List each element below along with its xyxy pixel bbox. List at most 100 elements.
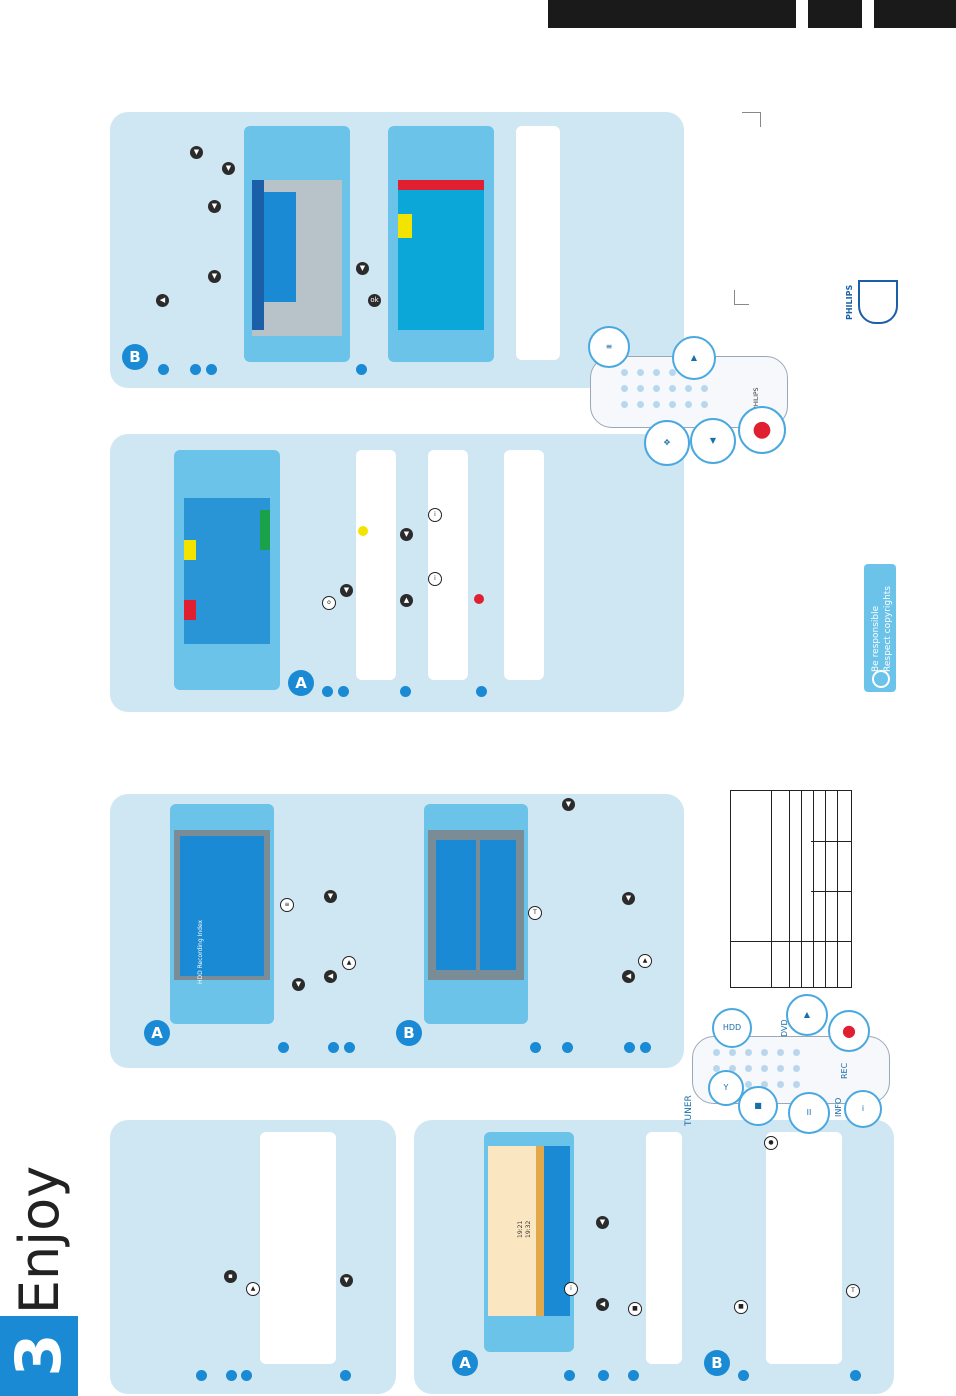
navigation-pad-icon: ✥ [644, 420, 690, 466]
header-bar-2 [808, 0, 862, 28]
step-bullet [564, 1370, 575, 1381]
screen-hdd-index: HDD Recording Index [170, 804, 274, 1024]
previous-button-icon: ▼ [690, 418, 736, 464]
step-bullet [530, 1042, 541, 1053]
down-key-icon: ▼ [340, 1274, 353, 1287]
up-key-icon: ▲ [342, 956, 356, 970]
rec-label: REC [840, 1062, 849, 1079]
text-box [516, 126, 560, 360]
down-key-icon: ▼ [190, 146, 203, 159]
panel-left-bottom: 19:21 19:32 ▼ ◀ i ■ ● ■ T A B [414, 1120, 894, 1394]
text-box [356, 450, 396, 680]
step-bullet [400, 686, 411, 697]
section-badge-a: A [452, 1350, 478, 1376]
screen-program-guide [174, 450, 280, 690]
tuner-key-icon: T [528, 906, 542, 920]
section-badge-b: B [122, 344, 148, 370]
text-box [646, 1132, 682, 1364]
down-key-icon: ▼ [292, 978, 305, 991]
remote-brand: PHILIPS [753, 387, 760, 410]
step-bullet [628, 1370, 639, 1381]
step-bullet [338, 686, 349, 697]
pause-button-icon: II [788, 1092, 830, 1134]
text-box [428, 450, 468, 680]
step-bullet [226, 1370, 237, 1381]
guide-red [184, 600, 196, 620]
slogan-line-1: Be responsible [871, 605, 881, 672]
schedule-time-2: 19:32 [525, 1220, 532, 1238]
down-key-icon: ▼ [222, 162, 235, 175]
ok-key-icon: o [322, 596, 336, 610]
chapter-title: Enjoy [8, 1165, 71, 1315]
section-badge-b: B [396, 1020, 422, 1046]
down-key-icon: ▼ [324, 890, 337, 903]
record-key-icon: ● [764, 1136, 778, 1150]
schedule-area [488, 1146, 538, 1316]
screen-list [398, 180, 484, 330]
header-bar-3 [874, 0, 956, 28]
guide-yellow [184, 540, 196, 560]
screen-header [252, 180, 264, 330]
down-key-icon: ▼ [208, 200, 221, 213]
text-box [766, 1132, 842, 1364]
info-key-icon: i [428, 508, 442, 522]
guide-grid [184, 498, 270, 644]
red-key-icon [474, 594, 484, 604]
down-key-icon: ▼ [340, 584, 353, 597]
step-bullet [328, 1042, 339, 1053]
panel-middle: HDD Recording Index ≡ ▼ ◀ ▲ ▼ T ▼ ◀ ▲ ▼ … [110, 794, 684, 1068]
info-button-icon: i [844, 1090, 882, 1128]
list-red [398, 180, 484, 190]
hdd-button-icon: HDD [712, 1008, 752, 1048]
brand-wordmark: PHILIPS [845, 284, 854, 320]
up-key-icon: ▲ [246, 1282, 260, 1296]
guide-button-icon: ≡ [588, 326, 630, 368]
tuner-key-icon: T [846, 1284, 860, 1298]
crop-mark [734, 290, 749, 305]
step-bullet [190, 364, 201, 375]
section-badge-a: A [288, 670, 314, 696]
info-label: INFO [834, 1097, 843, 1117]
step-bullet [344, 1042, 355, 1053]
menu-title: HDD Recording Index [197, 919, 204, 984]
text-box [504, 450, 544, 680]
philips-logo-icon: PHILIPS [842, 280, 898, 324]
slogan-line-2: Respect copyrights [883, 586, 893, 672]
next-button-icon: ▲ [672, 336, 716, 380]
hdd-key-icon: ≡ [280, 898, 294, 912]
stop-button-icon: ■ [738, 1086, 778, 1126]
reference-table [730, 790, 852, 988]
record-button-icon: ● [738, 406, 786, 454]
stop-key-icon: ■ [734, 1300, 748, 1314]
rec-button-icon: ● [828, 1010, 870, 1052]
section-badge-a: A [144, 1020, 170, 1046]
step-bullet [322, 686, 333, 697]
schedule-bar-red [536, 1146, 544, 1316]
screen-edit [424, 804, 528, 1024]
panel-right-a: ▼ o ▼ ▲ i i A [110, 434, 684, 712]
step-bullet [196, 1370, 207, 1381]
info-key-icon: i [564, 1282, 578, 1296]
left-key-icon: ◀ [596, 1298, 609, 1311]
screen-settings [244, 126, 350, 362]
screen-schedule: 19:21 19:32 [484, 1132, 574, 1352]
stop-key-icon: ■ [628, 1302, 642, 1316]
step-bullet [850, 1370, 861, 1381]
step-bullet [278, 1042, 289, 1053]
step-bullet [340, 1370, 351, 1381]
left-key-icon: ◀ [156, 294, 169, 307]
dvd-button-icon: ▲ [786, 994, 828, 1036]
left-key-icon: ◀ [324, 970, 337, 983]
down-key-icon: ▼ [208, 270, 221, 283]
step-bullet [640, 1042, 651, 1053]
step-bullet [356, 364, 367, 375]
chapter-number: 3 [2, 1333, 75, 1377]
down-key-icon: ▼ [596, 1216, 609, 1229]
yellow-key-icon [358, 526, 368, 536]
down-key-icon: ▼ [400, 528, 413, 541]
ok-key-icon: ok [368, 294, 381, 307]
step-bullet [624, 1042, 635, 1053]
down-key-icon: ▼ [356, 262, 369, 275]
step-bullet [476, 686, 487, 697]
step-bullet [598, 1370, 609, 1381]
